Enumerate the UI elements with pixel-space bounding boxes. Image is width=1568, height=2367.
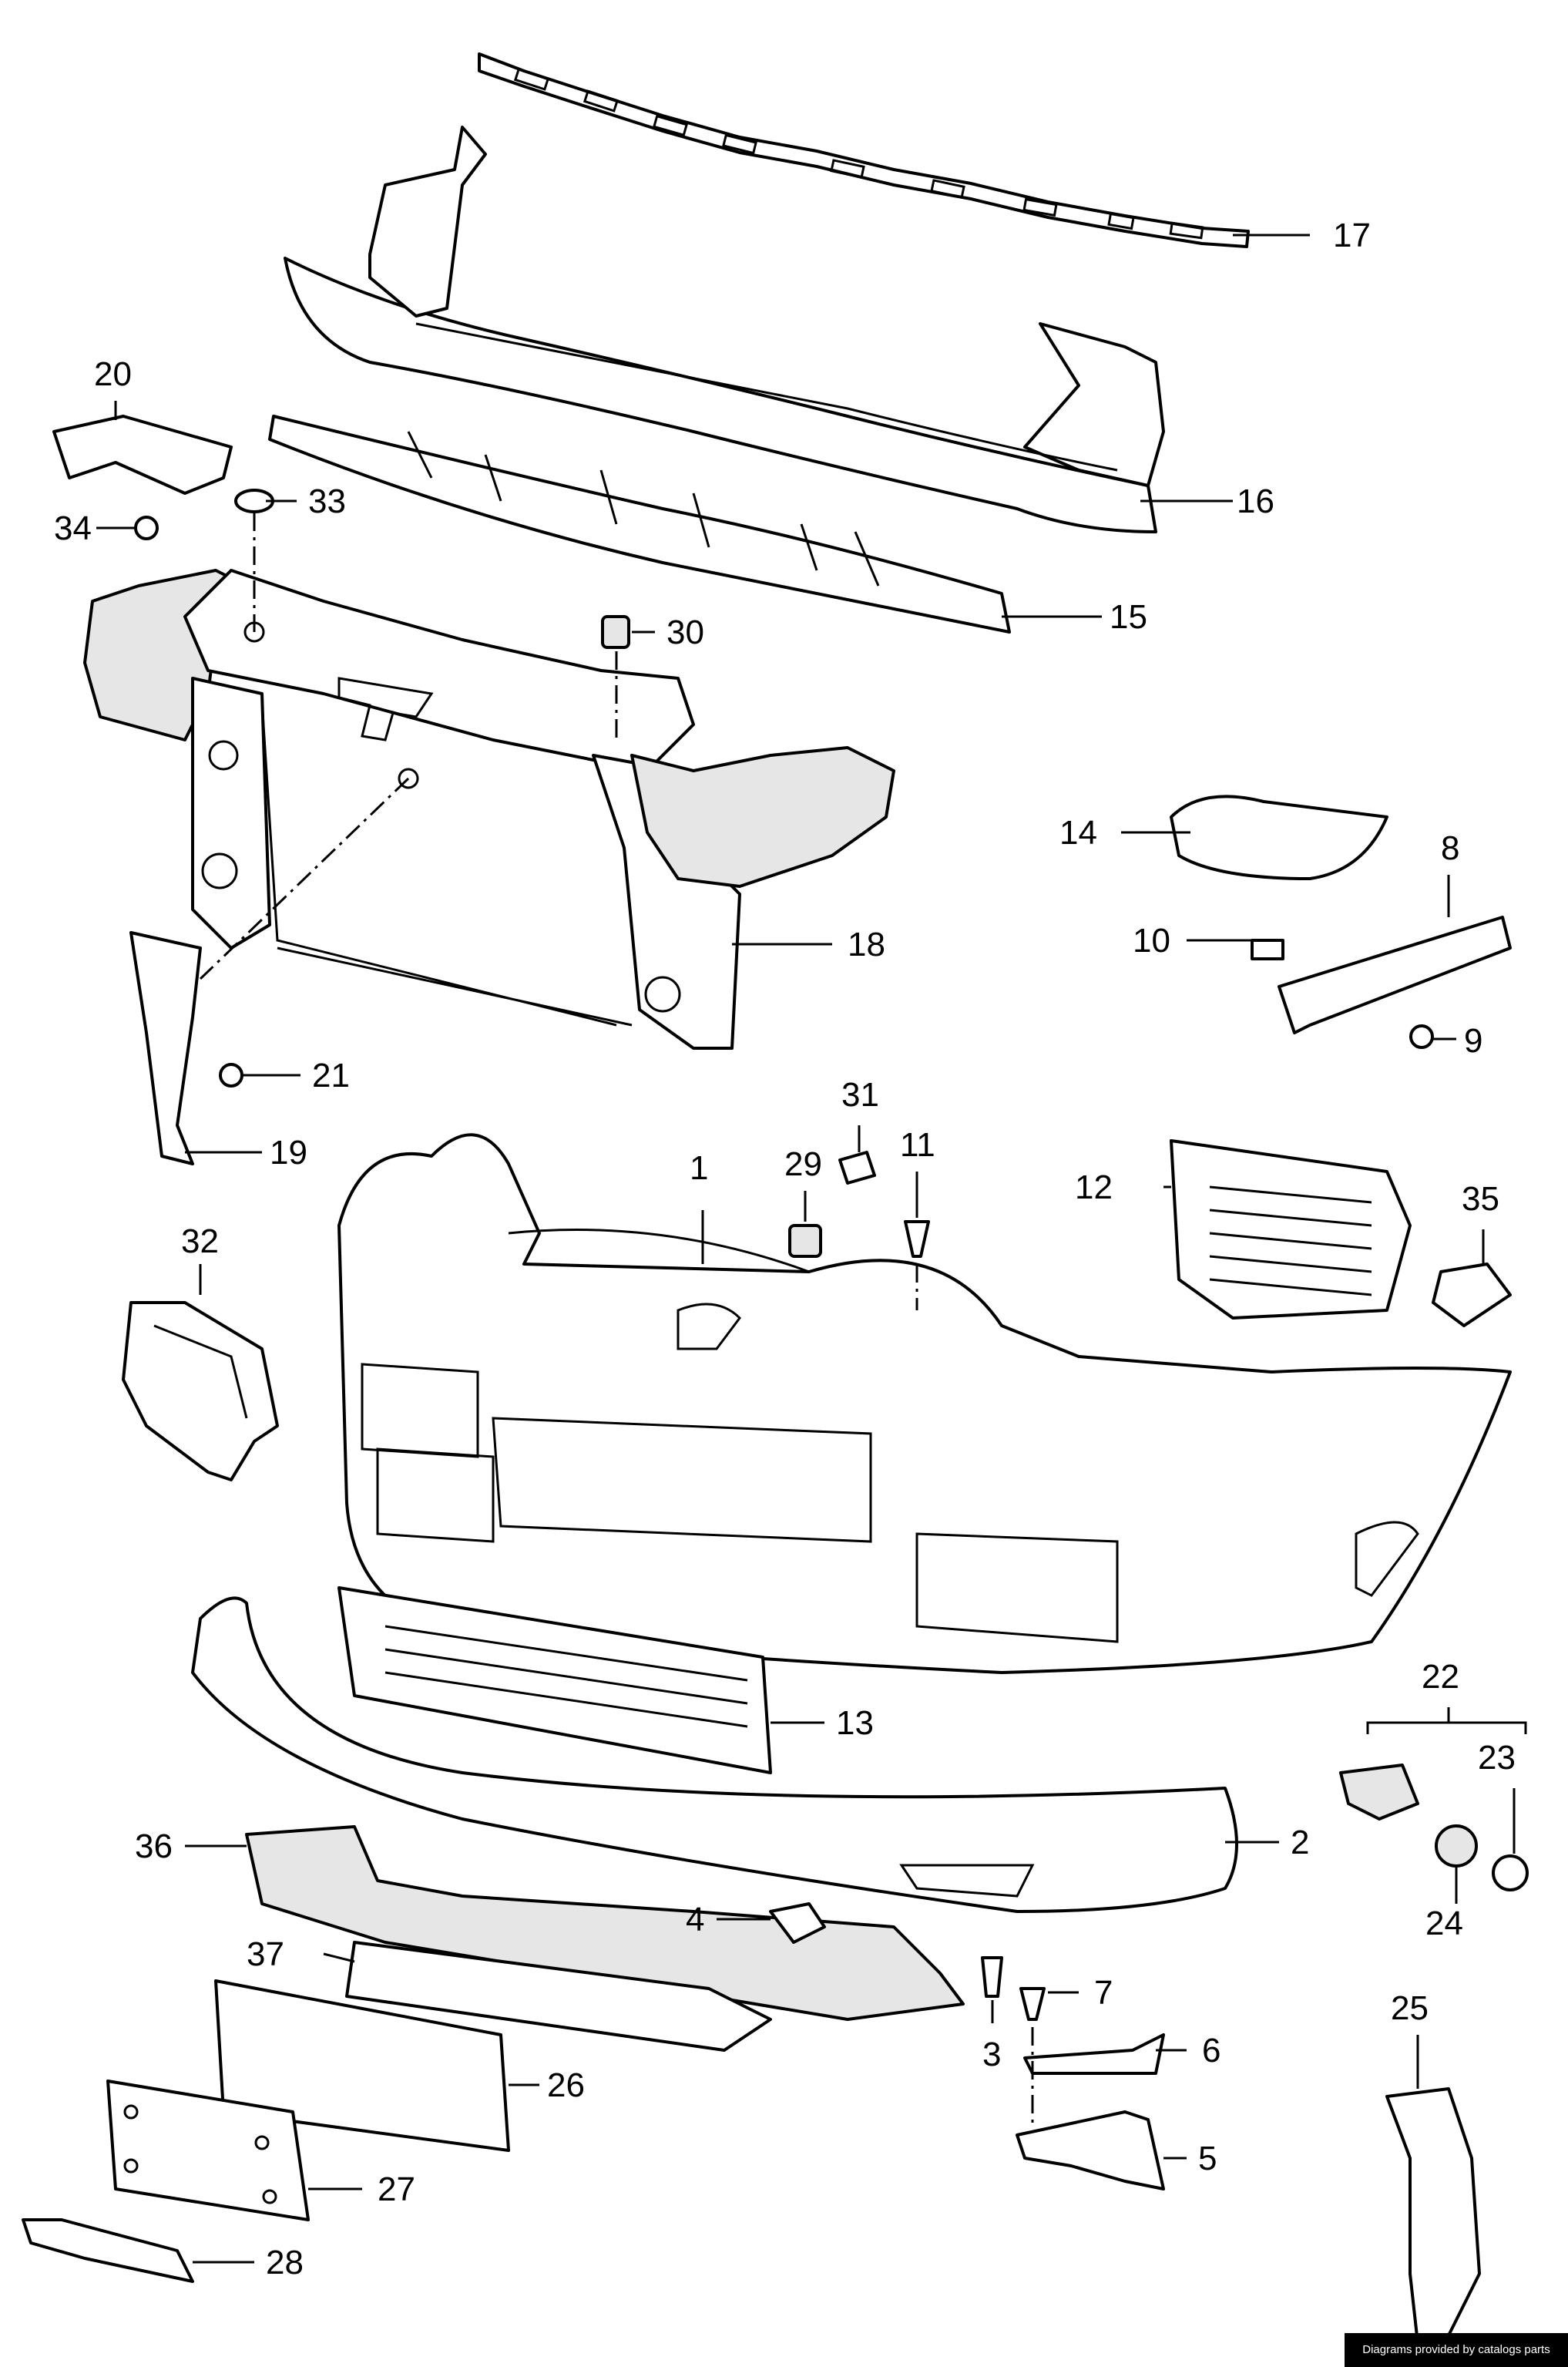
callout-17: 17 [1333, 217, 1371, 254]
callout-4: 4 [686, 1901, 704, 1938]
callout-14: 14 [1059, 814, 1097, 852]
part-29-grommet [788, 1224, 822, 1258]
leader-lines [96, 234, 1527, 2264]
callout-20: 20 [94, 355, 132, 393]
callout-34: 34 [54, 509, 92, 547]
part-11-screw [904, 1220, 930, 1258]
part-26-plate-holder [214, 1979, 510, 2152]
part-14-cover [1170, 795, 1388, 880]
callout-2: 2 [1291, 1824, 1309, 1861]
part-28-tow-bar [22, 2218, 194, 2283]
callout-18: 18 [848, 926, 885, 963]
part-20-bracket [52, 415, 233, 495]
callout-26: 26 [547, 2066, 585, 2104]
guide-line-19 [199, 777, 410, 980]
callout-15: 15 [1110, 598, 1147, 636]
part-16-bumper-carrier [284, 126, 1165, 533]
part-35-bracket [1432, 1263, 1512, 1327]
callout-10: 10 [1133, 922, 1170, 960]
callout-24: 24 [1425, 1905, 1463, 1942]
callout-31: 31 [841, 1076, 879, 1114]
part-36-undertray [245, 1825, 965, 2021]
callout-11: 11 [900, 1126, 935, 1164]
callout-25: 25 [1391, 1989, 1429, 2027]
callout-35: 35 [1462, 1180, 1499, 1218]
callout-28: 28 [266, 2244, 304, 2281]
part-3-screw [981, 1956, 1003, 1998]
part-37-shield [345, 1941, 772, 2052]
part-10-clip [1251, 939, 1284, 960]
callout-5: 5 [1198, 2140, 1217, 2177]
callout-37: 37 [247, 1935, 284, 1973]
part-22-sensor-group [1339, 1763, 1419, 1821]
part-25-duct [1385, 2087, 1481, 2345]
callout-1: 1 [690, 1149, 708, 1187]
callout-23: 23 [1478, 1739, 1516, 1777]
part-13-lower-grille [337, 1586, 772, 1774]
part-5-deflector [1016, 2110, 1165, 2190]
part-12-grille-right [1170, 1139, 1412, 1320]
part-34-screw [134, 516, 159, 540]
callout-9: 9 [1464, 1022, 1482, 1060]
callout-29: 29 [784, 1145, 822, 1183]
part-32-frame-left [122, 1301, 279, 1481]
part-21-screw [219, 1063, 243, 1088]
part-4-bracket [769, 1902, 826, 1944]
callout-6: 6 [1202, 2032, 1220, 2069]
part-15-bumper-absorber [268, 415, 1011, 634]
callout-21: 21 [312, 1057, 350, 1094]
callout-13: 13 [836, 1704, 874, 1742]
part-18-carrier [83, 569, 895, 1050]
callout-22: 22 [1422, 1658, 1459, 1696]
callout-numbers: 17 16 15 18 8 14 10 9 1 29 31 11 12 35 3… [54, 217, 1516, 2281]
part-17-top-strip [478, 52, 1250, 248]
callout-3: 3 [982, 2036, 1001, 2073]
part-9-screw [1409, 1024, 1434, 1049]
part-6-strip [1023, 2033, 1165, 2075]
part-1-bumper-cover [337, 1133, 1512, 1674]
callout-30: 30 [666, 614, 704, 651]
part-2-lower-spoiler [191, 1596, 1238, 1913]
callout-8: 8 [1441, 829, 1459, 867]
part-24-sensor-ring [1435, 1824, 1478, 1868]
part-31-pin [838, 1151, 876, 1185]
callout-7: 7 [1094, 1974, 1113, 2012]
part-7-screw [1019, 1987, 1046, 2021]
part-8-guide-bracket [1278, 916, 1512, 1034]
credit-banner: Diagrams provided by catalogs parts [1345, 2333, 1568, 2367]
part-19-bracket [129, 931, 202, 1165]
part-27-plate [106, 2080, 310, 2221]
part-30-grommet [601, 615, 630, 649]
callout-32: 32 [181, 1222, 219, 1260]
callout-19: 19 [270, 1134, 307, 1172]
callout-12: 12 [1075, 1168, 1113, 1206]
callout-36: 36 [135, 1827, 173, 1865]
part-23-cap [1492, 1854, 1529, 1891]
callout-16: 16 [1237, 482, 1274, 520]
callout-27: 27 [378, 2170, 415, 2208]
callout-33: 33 [308, 482, 346, 520]
